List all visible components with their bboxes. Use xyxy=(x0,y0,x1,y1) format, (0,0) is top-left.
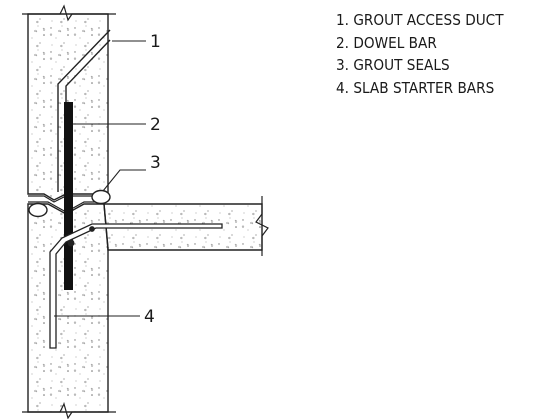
slab-starter-bars xyxy=(49,223,223,349)
legend-list: 1. GROUT ACCESS DUCT 2. DOWEL BAR 3. GRO… xyxy=(336,9,504,99)
legend-item-slab-starter-bars: 4. SLAB STARTER BARS xyxy=(336,78,495,97)
callout-4: 4 xyxy=(144,307,155,327)
callout-1: 1 xyxy=(150,32,161,52)
break-line-top xyxy=(22,4,116,22)
legend-item-grout-access-duct: 1. GROUT ACCESS DUCT xyxy=(336,11,504,29)
grout-seals xyxy=(28,189,111,218)
dowel-bar xyxy=(64,102,73,290)
break-line-slab xyxy=(255,196,269,256)
leader-lines xyxy=(54,40,146,317)
break-line-bottom xyxy=(22,402,116,419)
legend-item-grout-seals: 3. GROUT SEALS xyxy=(336,56,450,74)
callout-2: 2 xyxy=(150,115,161,135)
legend-item-dowel-bar: 2. DOWEL BAR xyxy=(336,33,437,52)
callout-3: 3 xyxy=(150,153,161,173)
